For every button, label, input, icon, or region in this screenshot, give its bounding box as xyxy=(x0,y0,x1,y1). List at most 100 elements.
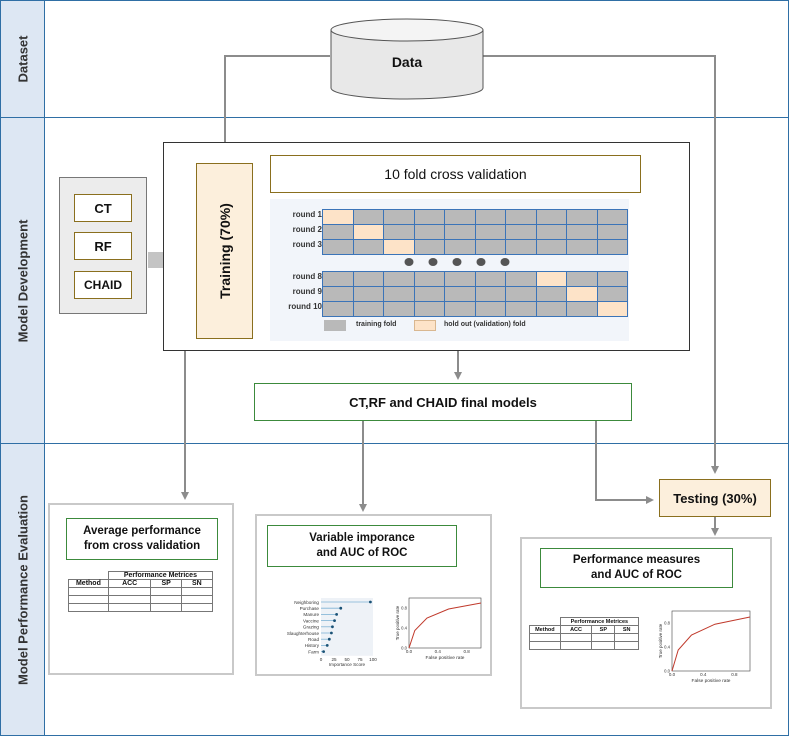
variable-label: History xyxy=(305,643,320,648)
training-fold-cell xyxy=(413,224,445,240)
variable-label: Neighboring xyxy=(294,600,319,605)
roc-frame xyxy=(671,610,751,672)
pm-panel-title-line1: Performance measures xyxy=(572,554,701,566)
training-fold-cell xyxy=(383,224,415,240)
cell xyxy=(559,633,593,642)
training-fold-cell xyxy=(444,224,476,240)
training-fold-cell xyxy=(566,224,598,240)
training-fold-cell xyxy=(474,271,506,287)
training-fold-cell xyxy=(413,209,445,225)
cv-panel-title-line1: Average performance xyxy=(83,525,201,537)
holdout-fold-cell xyxy=(383,239,415,255)
training-fold-cell xyxy=(566,271,598,287)
vi-panel-title-line2: and AUC of ROC xyxy=(316,547,408,559)
col-header: ACC xyxy=(559,625,593,634)
roc-curve xyxy=(671,616,751,672)
cv-panel-title: Average performance from cross validatio… xyxy=(66,518,218,560)
training-fold-cell xyxy=(322,286,354,302)
importance-point xyxy=(322,650,325,653)
col-header: SP xyxy=(591,625,616,634)
cv-title: 10 fold cross validation xyxy=(270,155,641,193)
variable-label: Manure xyxy=(303,612,319,617)
training-fold-cell xyxy=(566,209,598,225)
performance-measures-panel: Performance measures and AUC of ROC Perf… xyxy=(520,537,772,709)
training-fold-cell xyxy=(535,239,567,255)
variable-label: Farm xyxy=(308,649,319,654)
importance-point xyxy=(335,613,338,616)
holdout-fold-cell xyxy=(352,224,384,240)
training-fold-cell xyxy=(322,301,354,317)
tick-label: 0.0 xyxy=(664,669,670,674)
training-fold-cell xyxy=(444,286,476,302)
importance-point xyxy=(325,644,329,647)
training-fold-cell xyxy=(413,286,445,302)
training-fold-cell xyxy=(322,271,354,287)
training-fold-cell xyxy=(444,239,476,255)
legend-holdout-label: hold out (validation) fold xyxy=(444,321,526,328)
cell xyxy=(614,641,639,650)
vi-panel-title: Variable imporance and AUC of ROC xyxy=(267,525,457,567)
importance-point xyxy=(327,637,331,641)
tick-label: 0.8 xyxy=(463,649,470,654)
data-cylinder: Data xyxy=(330,18,484,100)
model-rf: RF xyxy=(74,232,132,260)
importance-point xyxy=(333,619,336,622)
cell xyxy=(107,587,152,596)
testing-box: Testing (30%) xyxy=(659,479,771,517)
training-fold-cell xyxy=(444,301,476,317)
tick-label: 0.4 xyxy=(401,626,407,631)
training-fold-cell xyxy=(505,209,537,225)
variable-label: Grazing xyxy=(303,625,320,630)
model-chaid: CHAID xyxy=(74,271,132,299)
table-header: Performance Metrices xyxy=(559,617,640,626)
training-fold-cell xyxy=(596,286,628,302)
round-label: round 10 xyxy=(288,302,322,311)
cell xyxy=(150,595,182,604)
arrow-data-to-training xyxy=(221,55,330,160)
training-fold-cell xyxy=(566,301,598,317)
round-label: round 9 xyxy=(292,287,322,296)
x-axis-label: False positive rate xyxy=(426,655,465,661)
training-fold-cell xyxy=(505,239,537,255)
tick-label: 100 xyxy=(369,657,377,662)
y-axis-label: True positive rate xyxy=(395,605,400,640)
holdout-fold-cell xyxy=(322,209,354,225)
cell xyxy=(107,595,152,604)
blank-cell xyxy=(529,617,561,626)
final-models-box: CT,RF and CHAID final models xyxy=(254,383,632,421)
col-header: SP xyxy=(150,579,182,588)
tick-label: 50 xyxy=(344,657,350,662)
training-fold-cell xyxy=(444,209,476,225)
roc-curve xyxy=(408,602,482,649)
training-fold-cell xyxy=(383,271,415,287)
cell xyxy=(559,641,593,650)
tick-label: 0.0 xyxy=(406,649,413,654)
cell xyxy=(150,603,182,612)
tick-label: 0.8 xyxy=(731,672,738,677)
training-fold-cell xyxy=(322,224,354,240)
round-label: round 2 xyxy=(292,225,322,234)
variable-label: Vaccine xyxy=(303,618,319,623)
training-fold-cell xyxy=(505,286,537,302)
cylinder-shape xyxy=(330,18,484,100)
variable-label: Road xyxy=(308,637,319,642)
tick-label: 0.0 xyxy=(669,672,676,677)
training-fold-cell xyxy=(474,224,506,240)
pm-panel-title-line2: and AUC of ROC xyxy=(591,569,682,581)
round-labels-top: round 1 round 2 round 3 xyxy=(270,210,322,255)
training-fold-cell xyxy=(474,209,506,225)
tick-label: 0.8 xyxy=(401,606,407,611)
training-fold-cell xyxy=(352,271,384,287)
cv-performance-panel: Average performance from cross validatio… xyxy=(48,503,234,675)
training-fold-cell xyxy=(535,224,567,240)
col-header: Method xyxy=(68,579,109,588)
cell xyxy=(529,633,561,642)
tick-label: 75 xyxy=(357,657,363,662)
training-fold-cell xyxy=(474,301,506,317)
dots-shape xyxy=(404,258,510,266)
ellipsis-dots xyxy=(404,255,514,273)
tick-label: 0.4 xyxy=(700,672,707,677)
